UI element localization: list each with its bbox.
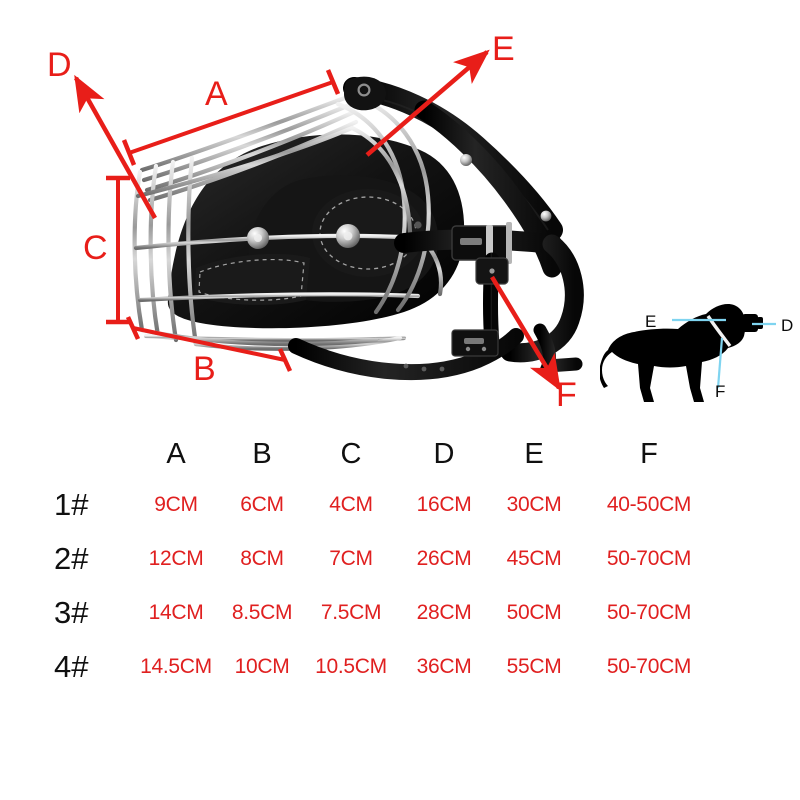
- table-corner-cell: [40, 430, 132, 478]
- silhouette-guide-lines: [672, 318, 776, 389]
- cell-4-d: 36CM: [416, 655, 472, 678]
- dimension-line-A: [121, 69, 341, 166]
- dimension-label-A: A: [205, 75, 228, 113]
- cell-2-c: 7CM: [329, 547, 373, 570]
- cell-1-f: 40-50CM: [606, 493, 692, 516]
- dog-muzzle-block: [742, 314, 758, 332]
- table-header-row: A B C D E F: [40, 430, 720, 478]
- row-header-size-2: 2#: [54, 541, 89, 576]
- size-table: A B C D E F 1# 9CM 6CM 4CM 16CM 30CM 40-…: [0, 430, 800, 720]
- dog-silhouette-diagram: [600, 304, 776, 402]
- cell-3-e: 50CM: [506, 601, 562, 624]
- column-header-f: F: [640, 437, 658, 470]
- size-chart-table: A B C D E F 1# 9CM 6CM 4CM 16CM 30CM 40-…: [40, 430, 720, 694]
- silhouette-label-E: E: [645, 312, 657, 331]
- dimension-label-D: D: [47, 46, 72, 84]
- cell-3-c: 7.5CM: [320, 601, 382, 624]
- cell-1-c: 4CM: [329, 493, 373, 516]
- silhouette-label-D: D: [781, 316, 794, 335]
- guide-line-F: [716, 337, 724, 389]
- cell-2-f: 50-70CM: [606, 547, 692, 570]
- cell-4-b: 10CM: [234, 655, 290, 678]
- column-header-c: C: [340, 437, 362, 470]
- column-header-e: E: [524, 437, 544, 470]
- dimension-overlay: [74, 49, 561, 392]
- column-header-a: A: [166, 437, 186, 470]
- column-header-b: B: [252, 437, 272, 470]
- cell-4-e: 55CM: [506, 655, 562, 678]
- dimension-label-E: E: [492, 30, 515, 68]
- cell-3-f: 50-70CM: [606, 601, 692, 624]
- cell-4-a: 14.5CM: [140, 655, 212, 678]
- dog-body-shape: [600, 304, 746, 402]
- cell-1-d: 16CM: [416, 493, 472, 516]
- cell-2-b: 8CM: [240, 547, 284, 570]
- rivets: [247, 154, 552, 249]
- harness-straps: [288, 76, 584, 381]
- table-row: 1# 9CM 6CM 4CM 16CM 30CM 40-50CM: [40, 478, 720, 532]
- dimension-label-C: C: [83, 229, 108, 267]
- table-row: 2# 12CM 8CM 7CM 26CM 45CM 50-70CM: [40, 532, 720, 586]
- cell-2-d: 26CM: [416, 547, 472, 570]
- dimension-arrow-F: [490, 275, 561, 392]
- cell-4-c: 10.5CM: [315, 655, 387, 678]
- table-row: 3# 14CM 8.5CM 7.5CM 28CM 50CM 50-70CM: [40, 586, 720, 640]
- table-row: 4# 14.5CM 10CM 10.5CM 36CM 55CM 50-70CM: [40, 640, 720, 694]
- row-header-size-4: 4#: [54, 649, 89, 684]
- dimension-line-C: [106, 175, 130, 325]
- cell-3-a: 14CM: [148, 601, 204, 624]
- cell-3-b: 8.5CM: [231, 601, 293, 624]
- cell-3-d: 28CM: [416, 601, 472, 624]
- cell-2-e: 45CM: [506, 547, 562, 570]
- dimension-label-B: B: [193, 350, 216, 388]
- cell-1-e: 30CM: [506, 493, 562, 516]
- cell-2-a: 12CM: [148, 547, 204, 570]
- cell-1-b: 6CM: [240, 493, 284, 516]
- product-illustration-svg: [74, 49, 584, 392]
- dimension-label-F: F: [556, 376, 577, 414]
- cell-1-a: 9CM: [154, 493, 198, 516]
- dimension-arrow-D: [74, 74, 157, 220]
- silhouette-label-F: F: [715, 382, 726, 401]
- cell-4-f: 50-70CM: [606, 655, 692, 678]
- dimension-arrow-E: [365, 49, 490, 157]
- row-header-size-3: 3#: [54, 595, 89, 630]
- column-header-d: D: [433, 437, 455, 470]
- product-figure: D A E C B F E D F: [47, 30, 794, 414]
- row-header-size-1: 1#: [54, 487, 89, 522]
